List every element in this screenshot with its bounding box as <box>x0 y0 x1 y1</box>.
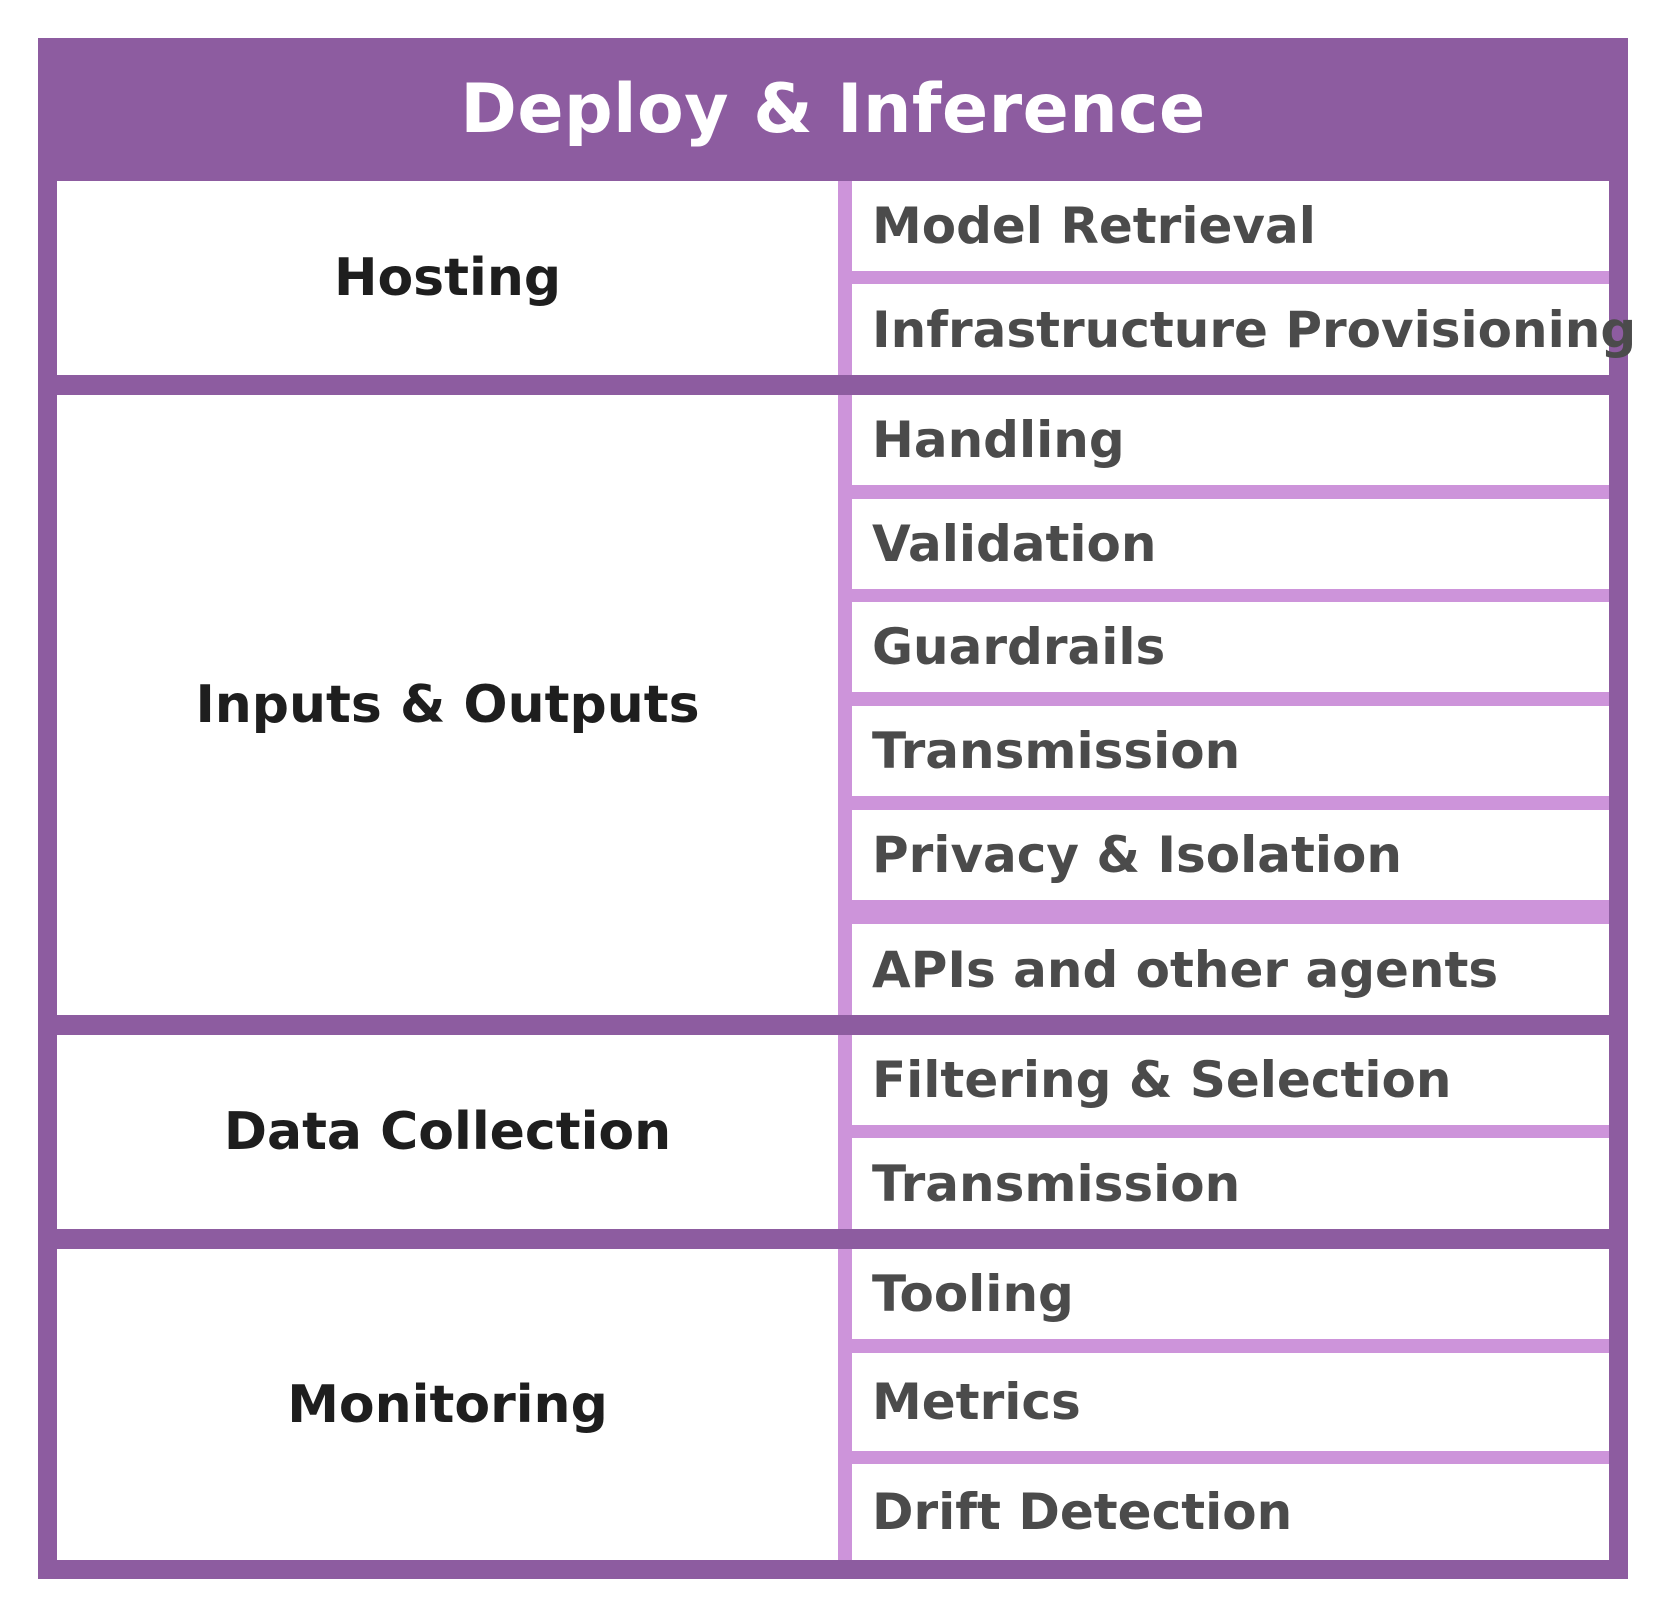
item-tooling: Tooling <box>852 1249 1609 1339</box>
group-items-hosting: Model Retrieval Infrastructure Provision… <box>838 181 1636 375</box>
item-filtering-selection: Filtering & Selection <box>852 1035 1609 1125</box>
table-title: Deploy & Inference <box>460 70 1206 149</box>
item-metrics: Metrics <box>852 1353 1609 1451</box>
item-privacy-isolation: Privacy & Isolation <box>852 810 1609 900</box>
item-transmission-io: Transmission <box>852 706 1609 796</box>
group-label-data-collection: Data Collection <box>57 1035 838 1229</box>
item-drift-detection: Drift Detection <box>852 1464 1609 1560</box>
group-label-monitoring: Monitoring <box>57 1249 838 1560</box>
group-items-data-collection: Filtering & Selection Transmission <box>838 1035 1609 1229</box>
item-guardrails: Guardrails <box>852 602 1609 692</box>
group-items-monitoring: Tooling Metrics Drift Detection <box>838 1249 1609 1560</box>
deploy-inference-table: Deploy & Inference Hosting Model Retriev… <box>38 38 1636 1579</box>
item-handling: Handling <box>852 395 1609 485</box>
group-label-hosting: Hosting <box>57 181 838 375</box>
group-label-inputs-outputs: Inputs & Outputs <box>57 395 838 1015</box>
item-validation: Validation <box>852 499 1609 589</box>
item-infrastructure-provisioning: Infrastructure Provisioning <box>852 284 1636 375</box>
item-transmission-dc: Transmission <box>852 1138 1609 1229</box>
item-model-retrieval: Model Retrieval <box>852 181 1609 271</box>
item-apis-other-agents: APIs and other agents <box>852 924 1609 1015</box>
group-items-inputs-outputs: Handling Validation Guardrails Transmiss… <box>838 395 1609 1015</box>
